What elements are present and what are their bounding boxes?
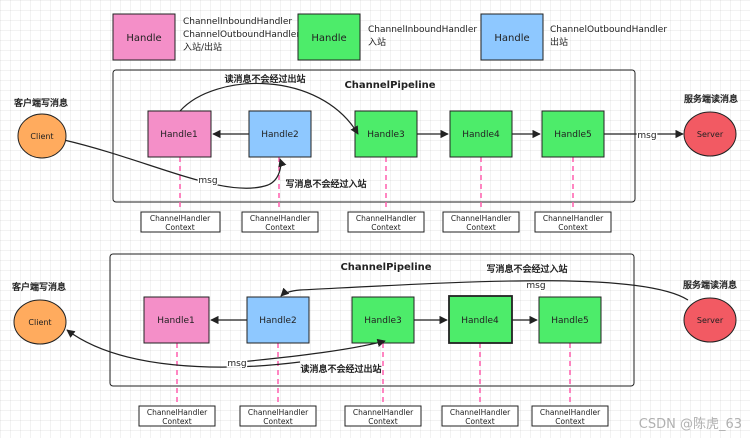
bottom-context-links bbox=[176, 343, 571, 405]
legend-outbound-desc-2: 出站 bbox=[550, 36, 568, 48]
top-context-3 bbox=[347, 211, 425, 233]
bottom-handle1-label: Handle1 bbox=[157, 316, 194, 326]
bottom-server-label: Server bbox=[697, 316, 724, 325]
bottom-handle3-box bbox=[351, 296, 415, 344]
legend-inout-desc-2: ChannelOutboundHandler bbox=[183, 30, 300, 40]
top-contexts: ChannelHandler Context ChannelHandler Co… bbox=[140, 211, 612, 233]
top-context-1 bbox=[140, 211, 221, 233]
top-context-4-line2: Context bbox=[466, 223, 495, 232]
bottom-client-label: Client bbox=[28, 318, 51, 327]
top-server-node bbox=[683, 111, 737, 157]
bottom-context-3 bbox=[344, 405, 422, 427]
bottom-msg-top: msg bbox=[526, 281, 545, 291]
bottom-arrow-server-handle2 bbox=[280, 280, 689, 301]
bottom-msg-bottom: msg bbox=[227, 359, 246, 369]
bottom-handle5-label: Handle5 bbox=[551, 316, 588, 326]
bottom-context-2-line1: ChannelHandler bbox=[248, 408, 309, 417]
bottom-pipeline: ChannelPipeline Handle1 Handle2 Handle3 … bbox=[11, 253, 737, 427]
legend-inout-label: Handle bbox=[126, 33, 161, 44]
bottom-client-caption: 客户端写消息 bbox=[11, 281, 66, 293]
bottom-context-5 bbox=[531, 405, 609, 427]
top-context-5 bbox=[534, 211, 612, 233]
legend: Handle ChannelInboundHandler ChannelOutb… bbox=[112, 13, 667, 61]
top-msg-left: msg bbox=[198, 176, 217, 186]
bottom-context-5-line2: Context bbox=[555, 417, 584, 426]
bottom-contexts: ChannelHandler Context ChannelHandler Co… bbox=[138, 405, 609, 427]
bottom-context-4-line1: ChannelHandler bbox=[450, 408, 511, 417]
bottom-context-3-line2: Context bbox=[368, 417, 397, 426]
top-note-write: 写消息不会经过入站 bbox=[285, 178, 366, 190]
bottom-handle5-box bbox=[538, 296, 602, 344]
bottom-server-node bbox=[683, 297, 737, 343]
legend-outbound-label: Handle bbox=[494, 33, 529, 44]
top-pipeline: ChannelPipeline Handle1 Handle2 Handle3 … bbox=[13, 69, 738, 233]
top-context-1-line1: ChannelHandler bbox=[150, 214, 211, 223]
bottom-server-caption: 服务端读消息 bbox=[683, 279, 737, 291]
top-context-3-line1: ChannelHandler bbox=[356, 214, 417, 223]
top-context-2 bbox=[241, 211, 319, 233]
legend-inout-desc-1: ChannelInboundHandler bbox=[183, 17, 292, 27]
bottom-handle2-label: Handle2 bbox=[259, 316, 296, 326]
top-pipeline-title: ChannelPipeline bbox=[344, 80, 435, 91]
bottom-context-1-line2: Context bbox=[162, 417, 191, 426]
top-handle2-label: Handle2 bbox=[261, 130, 298, 140]
bottom-handle2-box bbox=[246, 296, 310, 344]
bottom-handle3-label: Handle3 bbox=[364, 316, 401, 326]
top-handle1-label: Handle1 bbox=[160, 130, 197, 140]
bottom-context-3-line1: ChannelHandler bbox=[353, 408, 414, 417]
bottom-context-2-line2: Context bbox=[263, 417, 292, 426]
top-server-caption: 服务端读消息 bbox=[684, 93, 738, 105]
legend-inout-swatch bbox=[112, 13, 176, 61]
bottom-context-2 bbox=[239, 405, 317, 427]
top-handle4-box bbox=[449, 110, 513, 158]
bottom-context-1 bbox=[138, 405, 216, 427]
top-context-2-line1: ChannelHandler bbox=[250, 214, 311, 223]
top-context-1-line2: Context bbox=[165, 223, 194, 232]
bottom-handle1-box bbox=[143, 296, 210, 344]
top-pipeline-frame bbox=[112, 69, 636, 203]
legend-outbound-desc-1: ChannelOutboundHandler bbox=[550, 25, 667, 35]
top-handle1-box bbox=[147, 110, 212, 158]
top-arrow-client-handle2 bbox=[63, 139, 287, 189]
bottom-handle4-label: Handle4 bbox=[461, 316, 499, 326]
bottom-context-1-line1: ChannelHandler bbox=[147, 408, 208, 417]
top-handle3-label: Handle3 bbox=[367, 130, 404, 140]
top-client-caption: 客户端写消息 bbox=[13, 97, 68, 109]
top-arrow-skip-outbound bbox=[179, 82, 359, 135]
watermark: CSDN @陈虎_63 bbox=[638, 417, 742, 432]
top-context-2-line2: Context bbox=[265, 223, 294, 232]
top-note-read: 读消息不会经过出站 bbox=[224, 73, 305, 85]
top-handle4-label: Handle4 bbox=[462, 130, 500, 140]
bottom-arrow-to-handle3 bbox=[239, 338, 386, 363]
legend-inout-desc-3: 入站/出站 bbox=[183, 41, 222, 53]
top-client-label: Client bbox=[30, 132, 53, 141]
top-client-node bbox=[17, 113, 67, 159]
bottom-context-4 bbox=[441, 405, 519, 427]
bottom-context-5-line1: ChannelHandler bbox=[540, 408, 601, 417]
top-context-4-line1: ChannelHandler bbox=[451, 214, 512, 223]
bottom-note-write: 写消息不会经过入站 bbox=[486, 263, 567, 275]
legend-inbound-label: Handle bbox=[311, 33, 346, 44]
legend-outbound-swatch bbox=[480, 13, 544, 61]
top-context-5-line1: ChannelHandler bbox=[543, 214, 604, 223]
top-handle5-box bbox=[541, 110, 605, 158]
legend-inbound-swatch bbox=[297, 13, 361, 61]
legend-inbound-desc-2: 入站 bbox=[368, 36, 386, 48]
bottom-pipeline-title: ChannelPipeline bbox=[340, 262, 431, 273]
top-msg-right: msg bbox=[637, 131, 656, 141]
top-handle5-label: Handle5 bbox=[554, 130, 591, 140]
top-context-5-line2: Context bbox=[558, 223, 587, 232]
top-context-3-line2: Context bbox=[371, 223, 400, 232]
top-context-4 bbox=[442, 211, 520, 233]
bottom-note-read: 读消息不会经过出站 bbox=[300, 363, 381, 375]
top-server-label: Server bbox=[697, 130, 724, 139]
bottom-pipeline-frame bbox=[109, 253, 635, 387]
bottom-arrow-to-client bbox=[66, 329, 301, 368]
legend-inbound-desc-1: ChannelInboundHandler bbox=[368, 25, 477, 35]
bottom-context-4-line2: Context bbox=[465, 417, 494, 426]
bottom-client-node bbox=[13, 299, 67, 345]
